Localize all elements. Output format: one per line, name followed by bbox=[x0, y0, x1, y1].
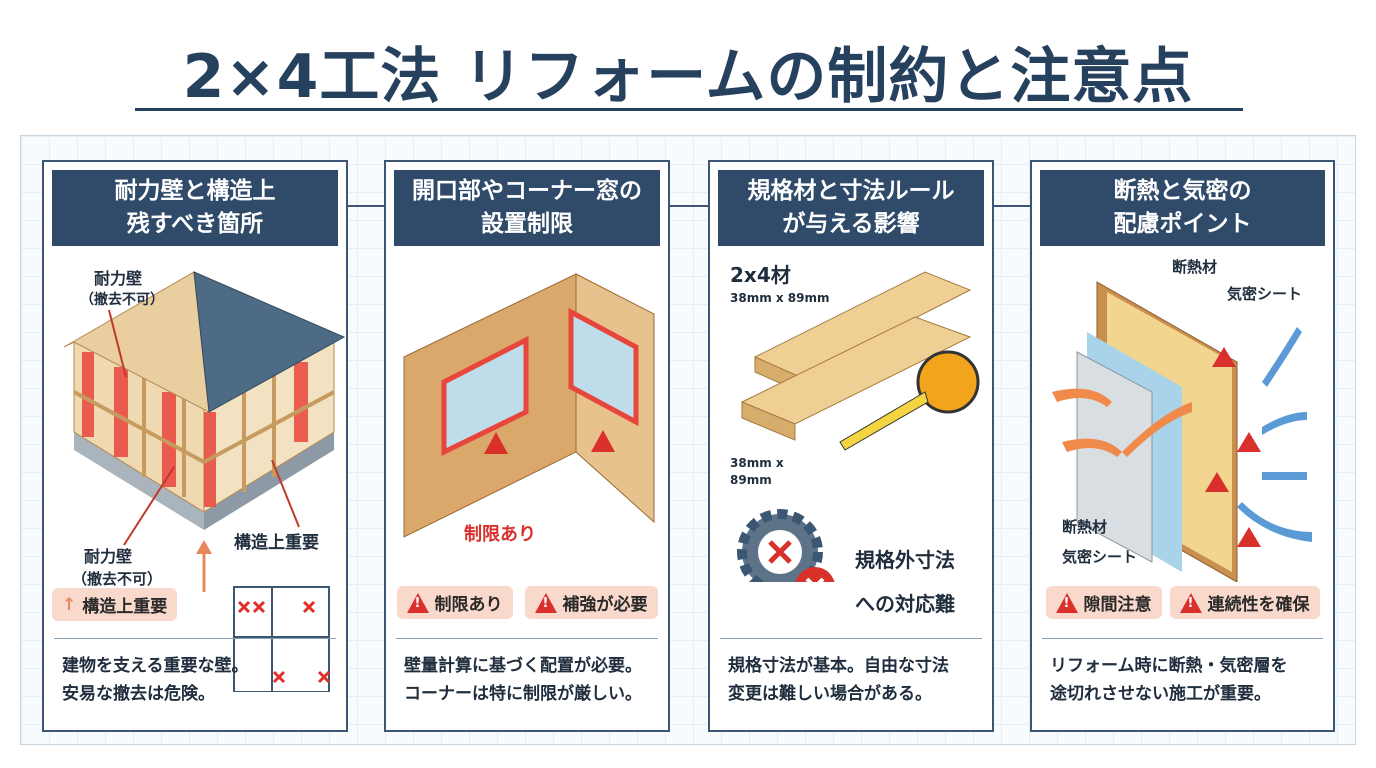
label-airtight-top: 気密シート bbox=[1227, 285, 1302, 303]
badge-structural: ↑構造上重要 bbox=[52, 588, 178, 621]
gear-error-icon bbox=[737, 509, 835, 582]
badge-text: 補強が必要 bbox=[562, 595, 648, 615]
label-lumber-size: 38mm x 89mm bbox=[730, 291, 830, 305]
badge-continuity: 連続性を確保 bbox=[1169, 586, 1320, 619]
badge-restricted: 制限あり bbox=[396, 586, 513, 619]
wall-section-illustration: 断熱材 気密シート 断熱材 気密シート bbox=[1052, 258, 1312, 582]
card-openings: 開口部やコーナー窓の 設置制限 制限あり 制限あり補強が必要 壁量計算に基づく配… bbox=[384, 160, 670, 732]
card-description: 規格寸法が基本。自由な寸法 変更は難しい場合がある。 bbox=[728, 656, 949, 704]
card-description: リフォーム時に断熱・気密層を 途切れさせない施工が重要。 bbox=[1050, 656, 1288, 704]
label-lumber: 2x4材 bbox=[730, 263, 791, 287]
badge-text: 隙間注意 bbox=[1083, 595, 1152, 615]
label-important: 構造上重要 bbox=[234, 532, 319, 553]
warning-icon bbox=[406, 592, 429, 613]
lumber-illustration: 2x4材 38mm x 89mm 38mm x 89mm 規格外寸法 bbox=[730, 263, 980, 582]
label-restricted: 制限あり bbox=[464, 524, 536, 545]
label-wall-top: 耐力壁 bbox=[94, 269, 142, 288]
card-header: 規格材と寸法ルール が与える影響 bbox=[718, 170, 984, 246]
card-header: 耐力壁と構造上 残すべき箇所 bbox=[52, 170, 338, 246]
page-title: 2×4工法 リフォームの制約と注意点 bbox=[182, 42, 1194, 112]
label-end-size-2: 89mm bbox=[730, 473, 772, 487]
card-header: 開口部やコーナー窓の 設置制限 bbox=[394, 170, 660, 246]
title-underline bbox=[135, 108, 1243, 111]
house-frame-illustration: 耐力壁 （撤去不可） 耐力壁 （撤去不可） 構造上重要 bbox=[63, 269, 346, 692]
tape-measure-icon bbox=[916, 350, 980, 414]
divider bbox=[1042, 638, 1323, 639]
label-insulation-top: 断熱材 bbox=[1172, 258, 1217, 276]
label-airtight-bottom: 気密シート bbox=[1062, 548, 1137, 566]
label-wall-bottom-sub: （撤去不可） bbox=[72, 570, 162, 588]
badge-text: 構造上重要 bbox=[82, 597, 168, 617]
badge-gap-caution: 隙間注意 bbox=[1045, 586, 1162, 619]
badge-reinforcement: 補強が必要 bbox=[524, 586, 658, 619]
divider bbox=[54, 638, 336, 639]
label-nonstandard-1: 規格外寸法 bbox=[855, 548, 955, 572]
divider bbox=[720, 638, 982, 639]
warning-icon bbox=[534, 592, 557, 613]
card-insulation: 断熱と気密の 配慮ポイント 断熱材 気密シート 断熱材 気密シート 隙間注意 連続… bbox=[1030, 160, 1335, 732]
label-insulation-bottom: 断熱材 bbox=[1062, 518, 1107, 536]
warning-icon bbox=[1055, 592, 1078, 613]
label-wall-top-sub: （撤去不可） bbox=[80, 291, 164, 308]
card-description: 建物を支える重要な壁。 安易な撤去は危険。 bbox=[62, 656, 249, 704]
label-wall-bottom: 耐力壁 bbox=[84, 547, 132, 566]
corner-wall-illustration: 制限あり bbox=[403, 273, 655, 545]
label-end-size-1: 38mm x bbox=[730, 456, 784, 470]
label-nonstandard-2: への対応難 bbox=[855, 592, 955, 616]
divider bbox=[396, 638, 658, 639]
card-header: 断熱と気密の 配慮ポイント bbox=[1040, 170, 1325, 246]
warning-icon bbox=[1179, 592, 1202, 613]
card-load-bearing-walls: 耐力壁と構造上 残すべき箇所 耐力壁 （撤去不可） 耐力壁 （撤去不可） 構造上… bbox=[42, 160, 348, 732]
arrow-up-icon: ↑ bbox=[62, 594, 77, 615]
card-standard-lumber: 規格材と寸法ルール が与える影響 2x4材 38mm x 89mm 38mm x… bbox=[708, 160, 994, 732]
connector bbox=[348, 205, 384, 207]
connector bbox=[670, 205, 708, 207]
floor-plan-icon bbox=[233, 586, 330, 692]
badge-text: 制限あり bbox=[434, 595, 503, 615]
badge-text: 連続性を確保 bbox=[1207, 595, 1310, 615]
connector bbox=[994, 205, 1030, 207]
card-description: 壁量計算に基づく配置が必要。 コーナーは特に制限が厳しい。 bbox=[404, 656, 642, 704]
